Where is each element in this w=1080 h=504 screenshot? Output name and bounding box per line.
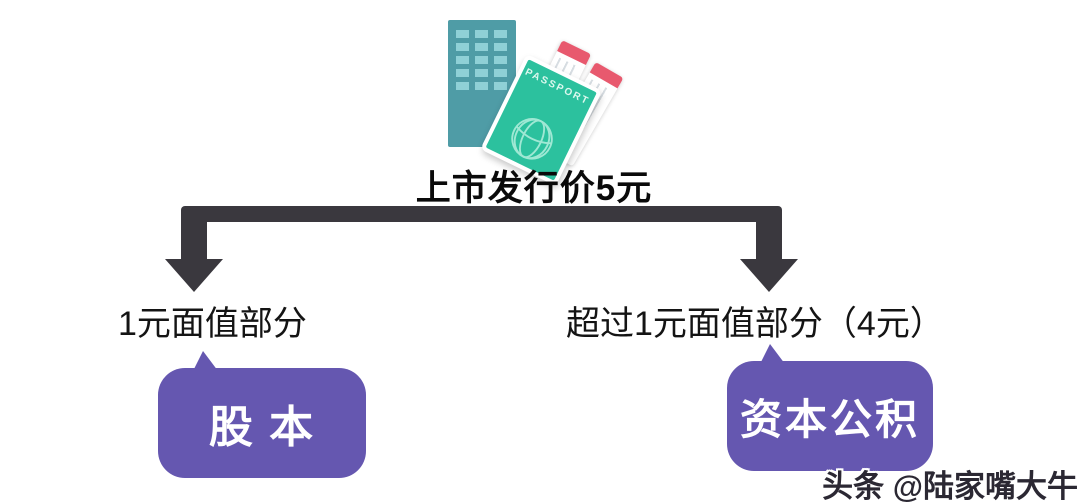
branch-label-right: 超过1元面值部分（4元） bbox=[566, 305, 944, 343]
building-icon bbox=[448, 20, 516, 147]
arrow-shaft-right bbox=[756, 212, 782, 262]
diagram-title: 上市发行价5元 bbox=[415, 169, 653, 208]
building-windows bbox=[456, 30, 507, 91]
branch-label-left: 1元面值部分 bbox=[118, 305, 307, 343]
bubble-pointer-right bbox=[760, 344, 785, 364]
arrow-shaft-left bbox=[181, 212, 207, 262]
arrow-bar bbox=[181, 206, 782, 222]
watermark: 头条 @陆家嘴大牛 bbox=[822, 469, 1078, 504]
bubble-share-capital: 股 本 bbox=[158, 368, 366, 478]
bubble-capital-reserve: 资本公积 bbox=[727, 361, 933, 471]
passport-icon: PASSPORT bbox=[480, 53, 603, 187]
passport-tickets-icon: PASSPORT bbox=[480, 34, 626, 187]
arrow-head-right-icon bbox=[740, 259, 798, 292]
arrow-head-left-icon bbox=[165, 259, 223, 292]
globe-icon bbox=[511, 118, 553, 160]
bubble-pointer-left bbox=[193, 351, 218, 371]
passport-label: PASSPORT bbox=[523, 66, 592, 108]
